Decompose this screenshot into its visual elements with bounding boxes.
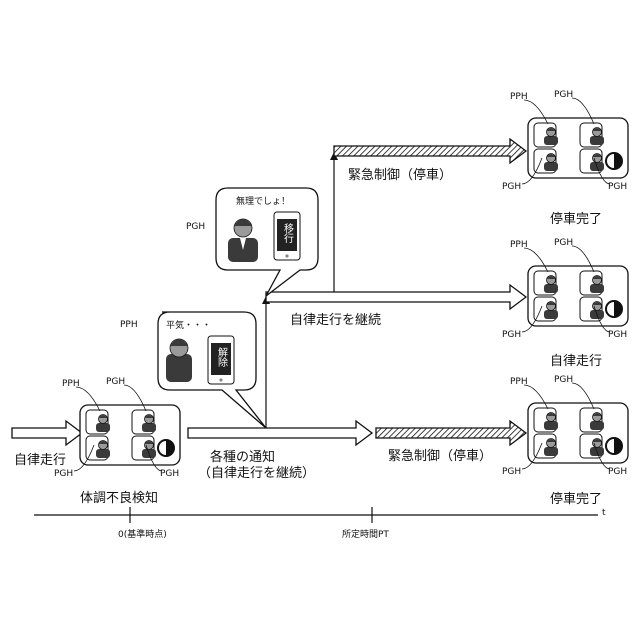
emergency-lower-label: 緊急制御（停車）: [388, 445, 492, 464]
pgh-label-detect-2: PGH: [54, 469, 73, 479]
timeline-axis-label: t: [602, 508, 606, 518]
vehicle-detect: [80, 405, 180, 465]
pgh-label-detect-1: PGH: [106, 377, 125, 387]
pgh-label-bottom-2: PGH: [502, 467, 521, 477]
emergency-upper-arrow: [334, 139, 526, 163]
steering-wheel-icon: [606, 153, 622, 169]
pgh-label-bottom-3: PGH: [608, 467, 627, 477]
pph-label-middle: PPH: [510, 240, 528, 250]
seat-3: [534, 434, 558, 458]
result-bottom-label: 停車完了: [550, 488, 602, 507]
result-middle-label: 自律走行: [550, 350, 602, 369]
seat-2: [580, 123, 604, 147]
pgh-label-top-1: PGH: [554, 90, 573, 100]
seat-4: [580, 434, 604, 458]
notify-label-line2: （自律走行を継続）: [198, 462, 315, 481]
seat-3: [86, 436, 110, 460]
pgh-phone: 移行: [274, 212, 300, 260]
pph-label-detect: PPH: [62, 379, 80, 389]
timeline-pt-label: 所定時間PT: [342, 527, 389, 540]
timeline-origin-label: 0(基準時点): [118, 527, 167, 540]
detect-label: 体調不良検知: [80, 487, 158, 506]
pph-label-bottom: PPH: [510, 377, 528, 387]
vehicle-bottom: [528, 403, 628, 463]
steering-wheel-icon: [158, 440, 174, 456]
pph-label-top: PPH: [510, 92, 528, 102]
steering-wheel-icon: [606, 438, 622, 454]
pgh-label-middle-1: PGH: [554, 238, 573, 248]
start-label: 自律走行: [14, 449, 66, 468]
pph-phone-text: 解除: [216, 346, 228, 367]
seat-4: [580, 297, 604, 321]
pgh-label-top-3: PGH: [608, 182, 627, 192]
seat-1: [534, 123, 558, 147]
pph-phone: 解除: [208, 336, 234, 384]
seat-4: [132, 436, 156, 460]
seat-1: [86, 410, 110, 434]
seat-3: [534, 297, 558, 321]
steering-wheel-icon: [606, 301, 622, 317]
result-top-label: 停車完了: [550, 208, 602, 227]
vehicle-top: [528, 118, 628, 178]
notify-arrow: [188, 421, 372, 445]
seat-3: [534, 149, 558, 173]
pgh-label-middle-3: PGH: [608, 330, 627, 340]
emergency-lower-arrow: [376, 421, 526, 445]
pgh-bubble-tag: PGH: [186, 222, 205, 232]
continue-label: 自律走行を継続: [290, 309, 381, 328]
continue-arrow: [266, 285, 526, 309]
timeline: [34, 507, 598, 523]
seat-2: [132, 410, 156, 434]
pgh-label-bottom-1: PGH: [554, 375, 573, 385]
seat-1: [534, 271, 558, 295]
pph-speech-text: 平気・・・: [166, 318, 211, 331]
seat-1: [534, 408, 558, 432]
emergency-upper-label: 緊急制御（停車）: [348, 164, 452, 183]
pgh-label-middle-2: PGH: [502, 330, 521, 340]
pgh-speech-text: 無理でしょ！: [236, 194, 290, 207]
vehicle-middle: [528, 266, 628, 326]
pgh-phone-text: 移行: [282, 222, 294, 244]
seat-2: [580, 271, 604, 295]
start-arrow: [12, 421, 82, 445]
pgh-label-top-2: PGH: [502, 182, 521, 192]
seat-2: [580, 408, 604, 432]
seat-4: [580, 149, 604, 173]
pph-bubble-tag: PPH: [120, 320, 138, 330]
pgh-label-detect-3: PGH: [160, 469, 179, 479]
